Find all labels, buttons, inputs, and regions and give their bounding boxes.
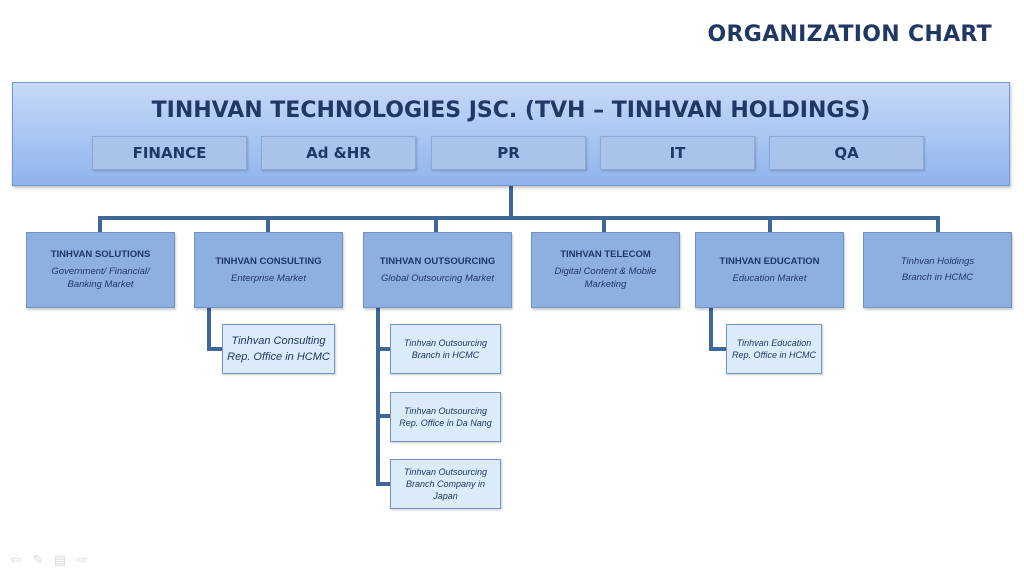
- company-outsourcing: TINHVAN OUTSOURCING Global Outsourcing M…: [363, 232, 512, 308]
- branch-line-1: Tinhvan Education: [736, 338, 812, 348]
- branch-line-1: Tinhvan Outsourcing: [404, 338, 487, 348]
- dept-pr: PR: [431, 136, 586, 170]
- slides-menu-icon[interactable]: ▤: [53, 552, 67, 567]
- company-market: Enterprise Market: [231, 272, 306, 284]
- company-line-2: Branch in HCMC: [901, 272, 974, 283]
- company-education: TINHVAN EDUCATION Education Market: [695, 232, 844, 308]
- dept-finance: FINANCE: [92, 136, 247, 170]
- company-consulting: TINHVAN CONSULTING Enterprise Market: [194, 232, 343, 308]
- company-name: TINHVAN EDUCATION: [719, 255, 820, 267]
- dept-it: IT: [600, 136, 755, 170]
- dept-qa: QA: [769, 136, 924, 170]
- company-name: TINHVAN SOLUTIONS: [50, 249, 151, 260]
- holding-box: TINHVAN TECHNOLOGIES JSC. (TVH – TINHVAN…: [12, 82, 1010, 186]
- branch-outsourcing-japan: Tinhvan Outsourcing Branch Company in Ja…: [390, 459, 501, 509]
- branch-line-1: Tinhvan Consulting: [231, 335, 326, 347]
- branch-outsourcing-hcmc: Tinhvan Outsourcing Branch in HCMC: [390, 324, 501, 374]
- company-line-1: Tinhvan Holdings: [900, 256, 975, 267]
- arrow-right-icon[interactable]: ⇨: [76, 552, 88, 567]
- company-telecom: TINHVAN TELECOM Digital Content & Mobile…: [531, 232, 680, 308]
- company-name: TINHVAN TELECOM: [560, 249, 651, 260]
- slide-title: ORGANIZATION CHART: [707, 22, 992, 47]
- branch-education-hcmc: Tinhvan Education Rep. Office in HCMC: [726, 324, 822, 374]
- holding-title: TINHVAN TECHNOLOGIES JSC. (TVH – TINHVAN…: [151, 98, 871, 123]
- branch-consulting-hcmc: Tinhvan Consulting Rep. Office in HCMC: [222, 324, 335, 374]
- branch-line-2: Rep. Office in Da Nang: [399, 418, 492, 428]
- company-market: Government/ Financial/ Banking Market: [51, 266, 150, 290]
- company-market: Education Market: [732, 272, 807, 284]
- company-market: Digital Content & Mobile Marketing: [554, 266, 657, 290]
- company-name: TINHVAN CONSULTING: [215, 255, 322, 267]
- branch-line-1: Tinhvan Outsourcing: [404, 406, 487, 416]
- dept-ad-hr: Ad &HR: [261, 136, 416, 170]
- arrow-left-icon[interactable]: ⇦: [10, 552, 22, 567]
- branch-line-2: Rep. Office in HCMC: [227, 351, 330, 363]
- branch-outsourcing-danang: Tinhvan Outsourcing Rep. Office in Da Na…: [390, 392, 501, 442]
- slideshow-controls: ⇦ ✎ ▤ ⇨: [8, 552, 90, 568]
- branch-line-3: Japan: [433, 491, 458, 501]
- branch-line-2: Branch Company in: [405, 479, 486, 489]
- pen-icon[interactable]: ✎: [32, 552, 44, 567]
- company-name: TINHVAN OUTSOURCING: [379, 255, 496, 267]
- branch-line-2: Rep. Office in HCMC: [731, 350, 817, 360]
- branch-line-2: Branch in HCMC: [411, 350, 480, 360]
- company-holdings-branch: Tinhvan Holdings Branch in HCMC: [863, 232, 1012, 308]
- company-market: Global Outsourcing Market: [381, 272, 494, 284]
- company-solutions: TINHVAN SOLUTIONS Government/ Financial/…: [26, 232, 175, 308]
- branch-line-1: Tinhvan Outsourcing: [404, 467, 487, 477]
